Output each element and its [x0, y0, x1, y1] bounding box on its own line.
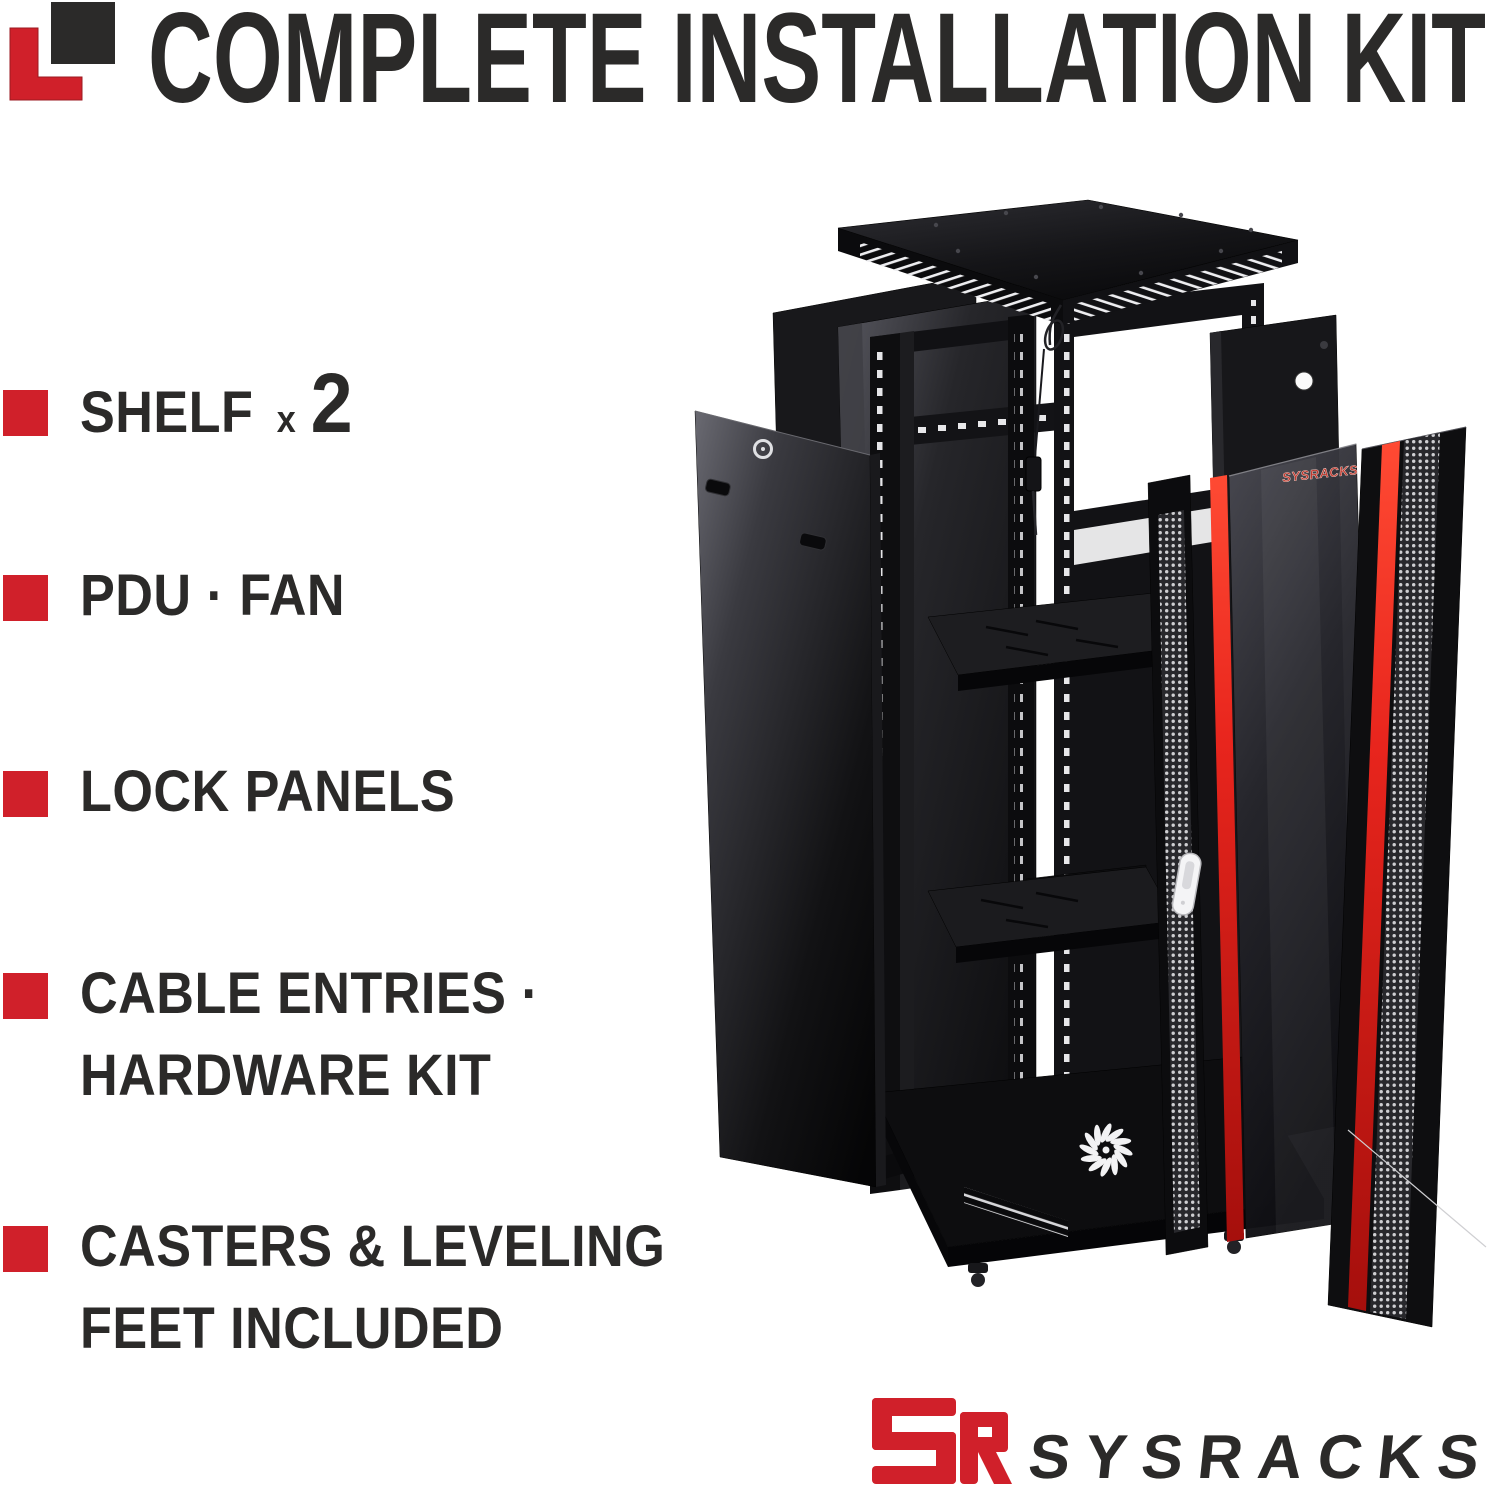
door-red-stripe — [1210, 475, 1244, 1242]
base-panel — [873, 1056, 1325, 1287]
feature-text-line2: HARDWARE KIT — [80, 1043, 492, 1108]
page-title-block: COMPLETE INSTALLATION KIT — [148, 4, 1486, 122]
logo-red-l-shape — [9, 27, 83, 101]
bullet-square-icon — [3, 575, 48, 621]
caster-wheel-icon — [968, 1263, 988, 1287]
bullet-square-icon — [3, 1226, 48, 1272]
feature-item-lock-panels: LOCK PANELS — [3, 757, 497, 827]
feature-text: SHELF — [80, 380, 254, 445]
panel-red-stripe — [1348, 441, 1400, 1311]
bullet-square-icon — [3, 973, 48, 1019]
glass-reflection-line — [1347, 1129, 1487, 1248]
door-clip — [799, 532, 827, 551]
top-vented-panel — [837, 199, 1299, 536]
rack-exploded-view-illustration: SYSRACKS — [694, 199, 1487, 1328]
feature-text-line1: CABLE ENTRIES · — [80, 961, 540, 1026]
brand-monogram-icon — [872, 1398, 1012, 1484]
shelf-upper — [927, 592, 1185, 691]
feature-label: CABLE ENTRIES · HARDWARE KIT — [80, 959, 539, 1111]
door-lock-icon — [753, 439, 773, 459]
fan-cutout-icon — [1077, 1121, 1135, 1179]
feature-text: LOCK PANELS — [80, 759, 456, 824]
feature-item-casters: CASTERS & LEVELING FEET INCLUDED — [3, 1212, 730, 1364]
shelf-lower — [927, 866, 1177, 963]
multiplier-x: x — [276, 399, 297, 441]
bullet-square-icon — [3, 390, 48, 436]
panel-hole — [1294, 371, 1314, 391]
logo-black-square — [51, 2, 115, 64]
feature-item-shelf: SHELF x 2 — [3, 356, 383, 455]
footer-brand-logo: SYSRACKS — [872, 1398, 1485, 1492]
feature-label: PDU · FAN — [80, 561, 345, 631]
feature-item-pdu-fan: PDU · FAN — [3, 561, 375, 631]
feature-text-line1: CASTERS & LEVELING — [80, 1214, 666, 1279]
door-clip — [705, 478, 731, 497]
bullet-square-icon — [3, 771, 48, 817]
feature-label: CASTERS & LEVELING FEET INCLUDED — [80, 1212, 665, 1364]
header-logo — [9, 2, 115, 101]
right-mesh-panel — [1327, 426, 1467, 1328]
multiplier-count: 2 — [310, 356, 354, 450]
grounding-cable — [1025, 304, 1065, 536]
door-lock-handle — [1171, 852, 1202, 916]
feature-label: LOCK PANELS — [80, 757, 455, 827]
brand-wordmark: SYSRACKS — [1025, 1423, 1484, 1492]
feature-text: PDU · FAN — [80, 563, 346, 628]
feature-label: SHELF x 2 — [80, 356, 354, 455]
left-door-panel — [694, 410, 886, 1188]
feature-text-line2: FEET INCLUDED — [80, 1296, 504, 1361]
page-title: COMPLETE INSTALLATION KIT — [148, 4, 1486, 122]
feature-item-cable-entries: CABLE ENTRIES · HARDWARE KIT — [3, 959, 590, 1111]
